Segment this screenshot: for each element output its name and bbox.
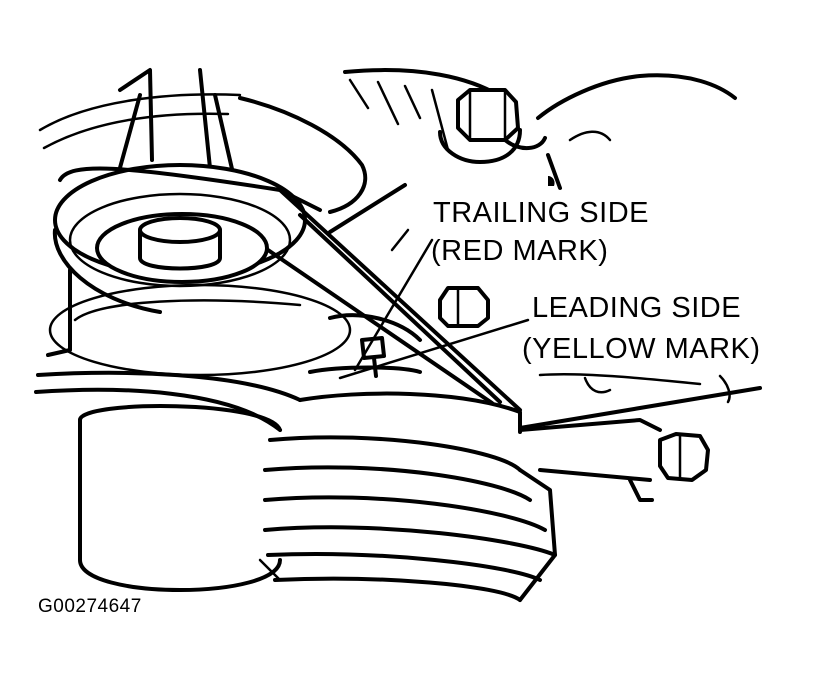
engine-block-outline — [38, 68, 762, 430]
figure-id: G00274647 — [38, 596, 142, 617]
trailing-side-label: TRAILING SIDE — [433, 197, 649, 229]
red-mark-label: (RED MARK) — [431, 235, 609, 267]
leading-side-label: LEADING SIDE — [532, 292, 742, 324]
bolt-top — [456, 88, 547, 150]
drive-belt — [34, 166, 522, 434]
tensioner-bolt — [518, 418, 710, 502]
leader-lines — [338, 228, 530, 380]
yellow-mark-label: (YELLOW MARK) — [522, 333, 761, 365]
idler-pulley — [48, 176, 555, 378]
crankshaft-pulley — [78, 404, 557, 602]
upper-pulley — [53, 68, 307, 288]
